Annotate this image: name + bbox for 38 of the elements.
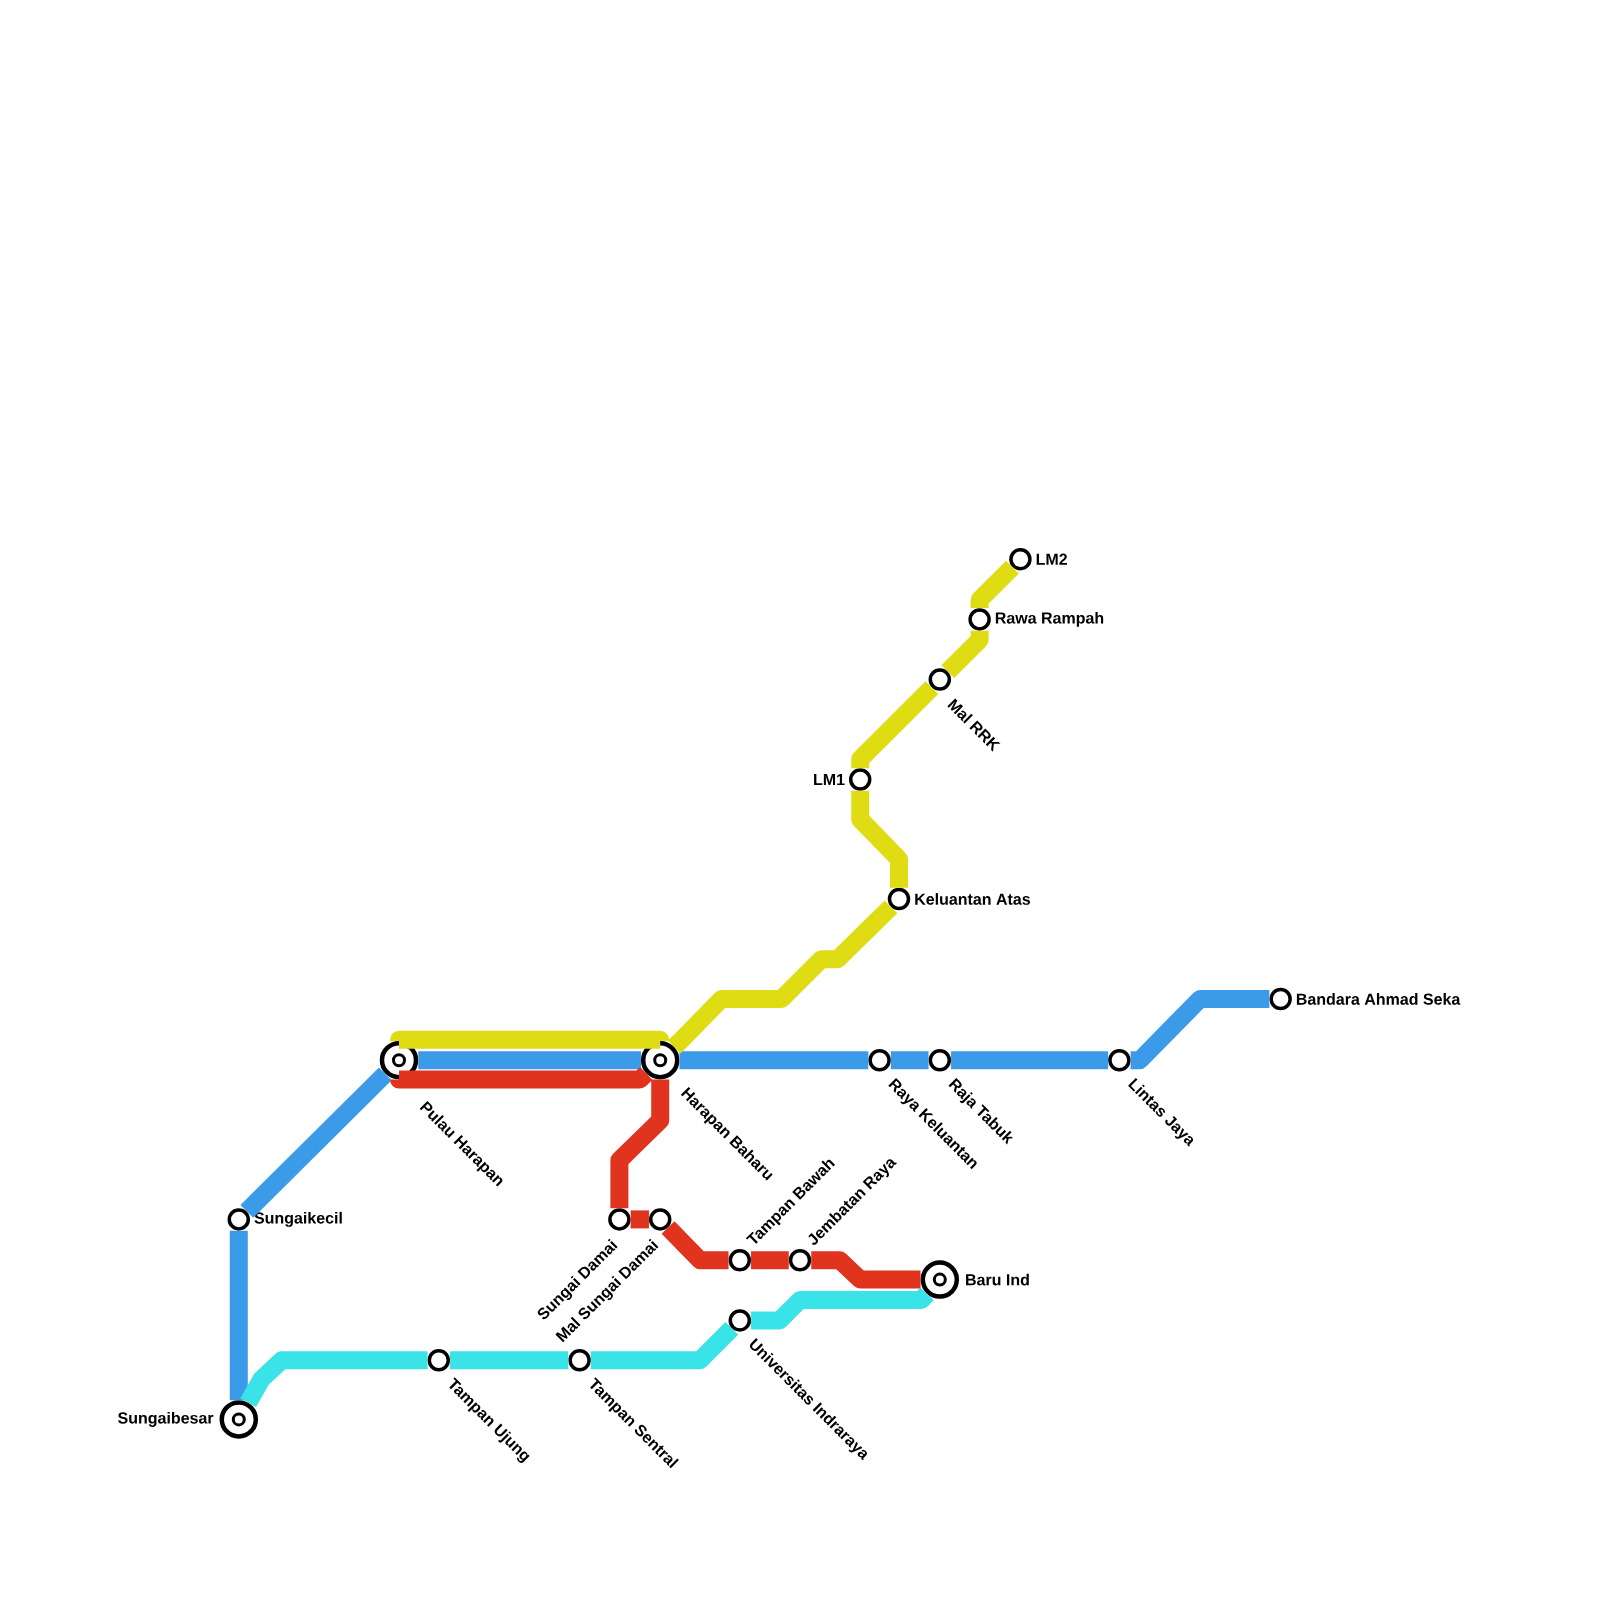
- station: Sungaibesar: [118, 1400, 259, 1439]
- station: Keluantan Atas: [887, 887, 1030, 911]
- line-segment: [751, 1287, 934, 1330]
- line-segment: [450, 1351, 569, 1370]
- station: LM1: [814, 768, 872, 791]
- line-segment: [390, 1066, 653, 1089]
- line-segment: [630, 1210, 649, 1229]
- line-segment: [590, 1322, 739, 1370]
- node-label: Baru Ind: [966, 1273, 1029, 1286]
- line-segment: [951, 1051, 1109, 1070]
- line-segment: [679, 1051, 869, 1070]
- node-label: Bandara Ahmad Seka: [1296, 993, 1461, 1005]
- line-segment: [610, 1079, 670, 1209]
- line-segment: [941, 630, 989, 678]
- node-label: Rawa Rampah: [995, 611, 1104, 627]
- station: Bandara Ahmad Seka: [1269, 987, 1461, 1011]
- line-segment: [390, 1030, 670, 1049]
- line-segment: [240, 1067, 392, 1218]
- node-label: Sungaikecil: [254, 1211, 342, 1227]
- node-label: Keluantan Atas: [915, 893, 1030, 905]
- line-segment: [811, 1251, 921, 1289]
- line-segment: [418, 1051, 641, 1070]
- line-segment: [240, 1351, 428, 1408]
- station: Baru Ind: [920, 1260, 1029, 1299]
- line-segment: [970, 560, 1019, 609]
- line-segment: [851, 681, 939, 769]
- station: Rawa Rampah: [968, 608, 1104, 631]
- node-label: LM2: [1036, 553, 1067, 565]
- line-segment: [851, 790, 908, 888]
- line-segment: [667, 900, 898, 1054]
- line-segment: [751, 1251, 789, 1270]
- line-segment: [229, 1230, 248, 1401]
- node-label: Sungaibesar: [118, 1411, 214, 1427]
- station: LM2: [1009, 547, 1067, 571]
- station: Sungaikecil: [227, 1208, 342, 1231]
- line-segment: [661, 1221, 729, 1270]
- node-label: LM1: [814, 774, 845, 786]
- line-segment: [890, 1051, 929, 1070]
